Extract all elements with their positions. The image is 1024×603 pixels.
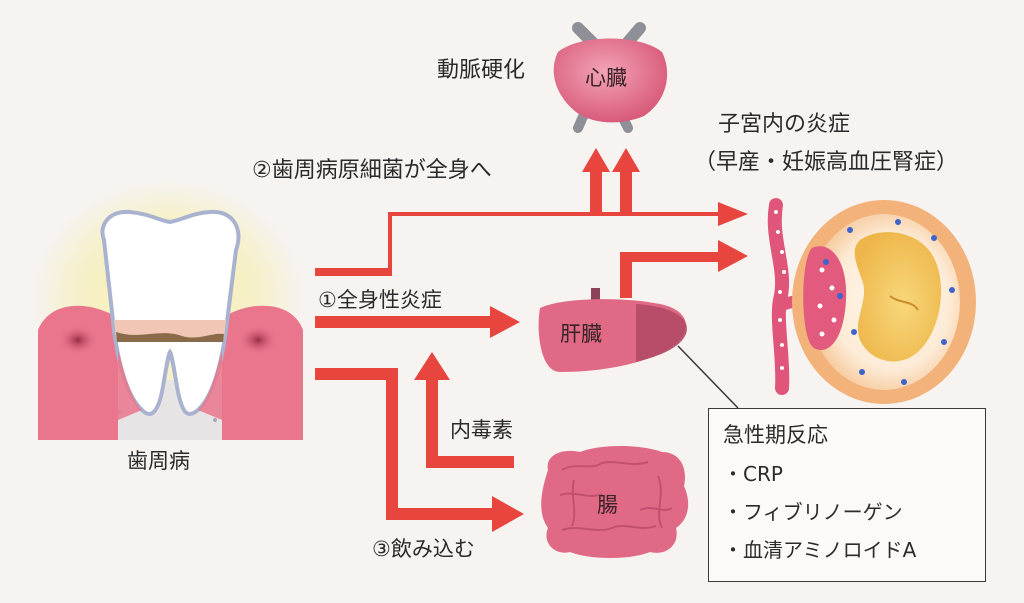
label-arteriosclerosis: 動脈硬化 <box>437 58 526 83</box>
tooth-illustration <box>33 180 303 440</box>
label-intestine: 腸 <box>597 493 618 517</box>
placenta <box>803 246 847 350</box>
uterus-illustration <box>767 198 976 404</box>
arrow-bacteria-to-heart-2 <box>612 148 640 212</box>
label-route-systemic: ①全身性炎症 <box>318 288 442 312</box>
arrows <box>315 148 748 532</box>
arrow-bacteria-to-uterus <box>315 202 748 276</box>
bacteria-dots <box>823 219 955 385</box>
liver-illustration <box>538 288 687 372</box>
arrow-systemic-inflammation <box>315 306 520 338</box>
plaque-band <box>114 320 226 338</box>
heart-illustration <box>553 22 668 133</box>
arrow-swallow <box>315 368 524 532</box>
heart-shape <box>553 38 668 123</box>
label-heart: 心臓 <box>585 66 627 90</box>
acute-phase-callout: 急性期反応 ・CRP ・フィブリノーゲン ・血清アミノロイドA <box>708 408 986 582</box>
callout-item-crp: ・CRP <box>723 462 783 486</box>
intestine-shape <box>541 446 689 558</box>
label-uterine-inflammation: 子宮内の炎症 <box>718 112 851 137</box>
intestine-illustration <box>541 446 689 558</box>
callout-item-serum-amyloid: ・血清アミノロイドA <box>723 538 917 562</box>
arrow-liver-to-uterus <box>620 240 748 298</box>
label-uterine-detail: （早産・妊娠高血圧腎症） <box>694 150 959 175</box>
label-periodontal: 歯周病 <box>127 449 190 473</box>
callout-item-fibrinogen: ・フィブリノーゲン <box>723 500 903 524</box>
arrow-bacteria-to-heart-1 <box>582 148 610 212</box>
fetus <box>854 232 942 362</box>
label-route-swallow: ③飲み込む <box>372 537 475 561</box>
arrow-endotoxin <box>414 352 514 468</box>
label-endotoxin: 内毒素 <box>450 418 513 442</box>
label-liver: 肝臓 <box>560 322 602 346</box>
label-route-bacteria: ②歯周病原細菌が全身へ <box>252 158 492 183</box>
callout-pointer <box>677 345 739 409</box>
callout-title: 急性期反応 <box>723 423 828 447</box>
gum-inflammation-right <box>238 325 278 355</box>
gum-inflammation-left <box>58 325 98 355</box>
gum-left <box>38 305 118 440</box>
tartar <box>116 332 224 342</box>
